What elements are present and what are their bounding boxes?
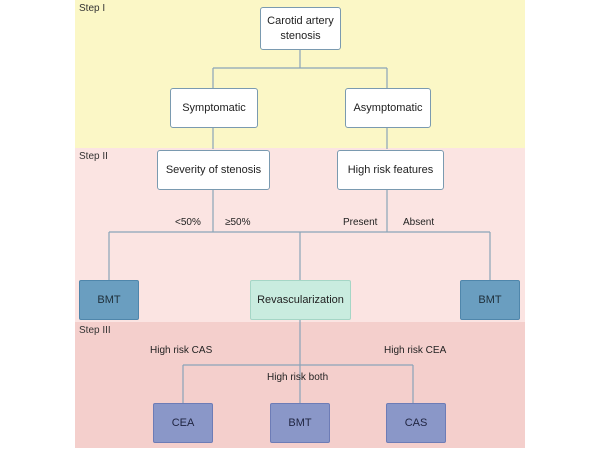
- node-bmt-left: BMT: [79, 280, 139, 320]
- edge-label-lt50: <50%: [175, 217, 201, 228]
- node-revascularization-label: Revascularization: [257, 293, 344, 306]
- edge-label-high-risk-both: High risk both: [267, 372, 329, 383]
- node-symptomatic-label: Symptomatic: [182, 101, 246, 114]
- edge-label-ge50: ≥50%: [225, 217, 251, 228]
- node-carotid-artery-stenosis: Carotid artery stenosis: [260, 7, 341, 50]
- node-cas: CAS: [386, 403, 446, 443]
- step2-label: Step II: [79, 151, 108, 162]
- node-cea: CEA: [153, 403, 213, 443]
- node-asymptomatic-label: Asymptomatic: [353, 101, 423, 114]
- node-severity-of-stenosis: Severity of stenosis: [157, 150, 270, 190]
- edge-label-high-risk-cas: High risk CAS: [150, 345, 213, 356]
- node-bmt-right: BMT: [460, 280, 520, 320]
- step1-label: Step I: [79, 3, 106, 14]
- node-asymptomatic: Asymptomatic: [345, 88, 431, 128]
- node-high-risk-features-label: High risk features: [347, 163, 434, 176]
- edge-label-absent: Absent: [403, 217, 435, 228]
- node-revascularization: Revascularization: [250, 280, 351, 320]
- node-bmt-right-label: BMT: [478, 293, 502, 306]
- node-symptomatic: Symptomatic: [170, 88, 258, 128]
- edge-label-high-risk-cea: High risk CEA: [384, 345, 447, 356]
- node-bmt-bottom: BMT: [270, 403, 330, 443]
- node-cas-label: CAS: [404, 416, 428, 429]
- node-high-risk-features: High risk features: [337, 150, 444, 190]
- node-carotid-artery-stenosis-label: Carotid artery stenosis: [267, 15, 334, 42]
- edge-label-present: Present: [343, 217, 378, 228]
- node-bmt-bottom-label: BMT: [288, 416, 312, 429]
- node-bmt-left-label: BMT: [97, 293, 121, 306]
- node-severity-of-stenosis-label: Severity of stenosis: [165, 163, 262, 176]
- node-cea-label: CEA: [171, 416, 195, 429]
- step3-label: Step III: [79, 325, 111, 336]
